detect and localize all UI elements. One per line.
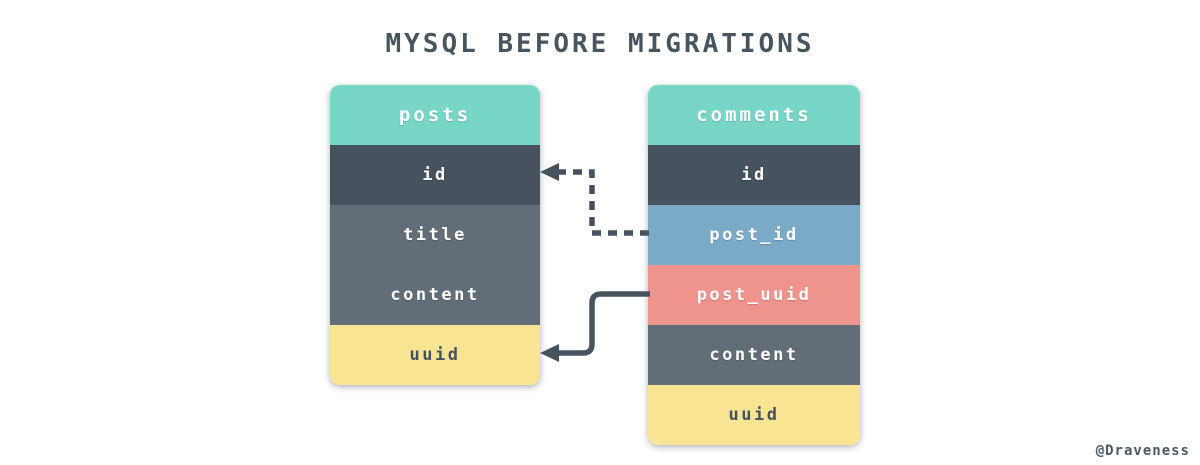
table-header-comments: comments (648, 85, 860, 145)
column-comments-post_uuid: post_uuid (648, 265, 860, 325)
fk-post-uuid-line (554, 291, 650, 356)
column-posts-uuid: uuid (330, 325, 540, 385)
fk-post-id-line (554, 169, 649, 236)
column-comments-post_id: post_id (648, 205, 860, 265)
column-posts-title: title (330, 205, 540, 265)
fk-post-uuid-arrowhead (540, 344, 559, 362)
page-title: MYSQL BEFORE MIGRATIONS (385, 29, 815, 59)
column-posts-id: id (330, 145, 540, 205)
column-comments-uuid: uuid (648, 385, 860, 445)
column-comments-id: id (648, 145, 860, 205)
table-header-posts: posts (330, 85, 540, 145)
watermark: @Draveness (1095, 443, 1190, 459)
fk-post-id-arrowhead (540, 163, 559, 181)
column-comments-content: content (648, 325, 860, 385)
column-posts-content: content (330, 265, 540, 325)
